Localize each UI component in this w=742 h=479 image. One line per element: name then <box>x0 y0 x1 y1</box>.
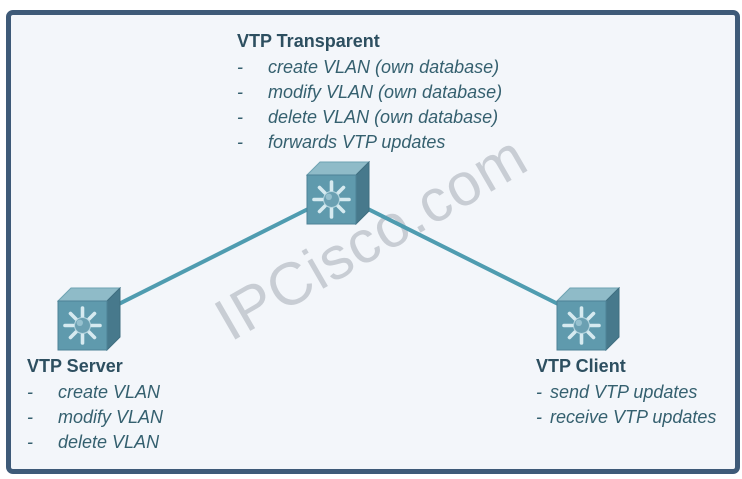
list-item: - modify VLAN (own database) <box>237 80 502 105</box>
starburst-highlight <box>325 193 332 200</box>
list-item-text: delete VLAN (own database) <box>268 107 499 127</box>
bullet-dash: - <box>237 82 243 102</box>
list-item: - receive VTP updates <box>536 405 716 430</box>
list-item-text: create VLAN (own database) <box>268 57 500 77</box>
bullet-dash: - <box>536 382 542 402</box>
bullet-dash: - <box>237 107 243 127</box>
bullet-dash: - <box>27 382 33 402</box>
bullet-dash: - <box>27 407 33 427</box>
starburst-center <box>573 317 590 334</box>
starburst-highlight <box>575 319 582 326</box>
node-title-transparent: VTP Transparent <box>237 31 380 51</box>
node-title-client: VTP Client <box>536 356 626 376</box>
bullet-dash: - <box>237 132 243 152</box>
list-item: - send VTP updates <box>536 380 716 405</box>
bullet-dash: - <box>27 432 33 452</box>
list-item-text: send VTP updates <box>550 382 698 402</box>
switch-icon-transparent <box>306 161 370 225</box>
starburst-highlight <box>76 319 83 326</box>
list-item-text: receive VTP updates <box>550 407 717 427</box>
list-item: - delete VLAN <box>27 430 163 455</box>
link-transparent-client <box>337 192 589 321</box>
list-item: - forwards VTP updates <box>237 130 502 155</box>
list-item: - modify VLAN <box>27 405 163 430</box>
starburst-center <box>74 317 91 334</box>
bullet-dash: - <box>536 407 542 427</box>
switch-icon-server <box>57 287 121 351</box>
list-item-text: modify VLAN (own database) <box>268 82 503 102</box>
bullet-dash: - <box>237 57 243 77</box>
node-label-client: VTP Client - send VTP updates - receive … <box>536 354 716 430</box>
list-item-text: modify VLAN <box>58 407 164 427</box>
list-item: - create VLAN (own database) <box>237 55 502 80</box>
diagram-panel <box>6 10 740 474</box>
node-label-server: VTP Server - create VLAN - modify VLAN -… <box>27 354 163 455</box>
switch-icon-client <box>556 287 620 351</box>
starburst-center <box>323 191 340 208</box>
starburst-rays <box>312 180 351 219</box>
list-item: - delete VLAN (own database) <box>237 105 502 130</box>
node-label-transparent: VTP Transparent - create VLAN (own datab… <box>237 29 502 155</box>
list-item: - create VLAN <box>27 380 163 405</box>
list-item-text: forwards VTP updates <box>268 132 446 152</box>
starburst-rays <box>63 306 102 345</box>
list-item-text: create VLAN <box>58 382 161 402</box>
starburst-rays <box>562 306 601 345</box>
link-server-transparent <box>88 192 339 321</box>
list-item-text: delete VLAN <box>58 432 160 452</box>
node-title-server: VTP Server <box>27 356 123 376</box>
